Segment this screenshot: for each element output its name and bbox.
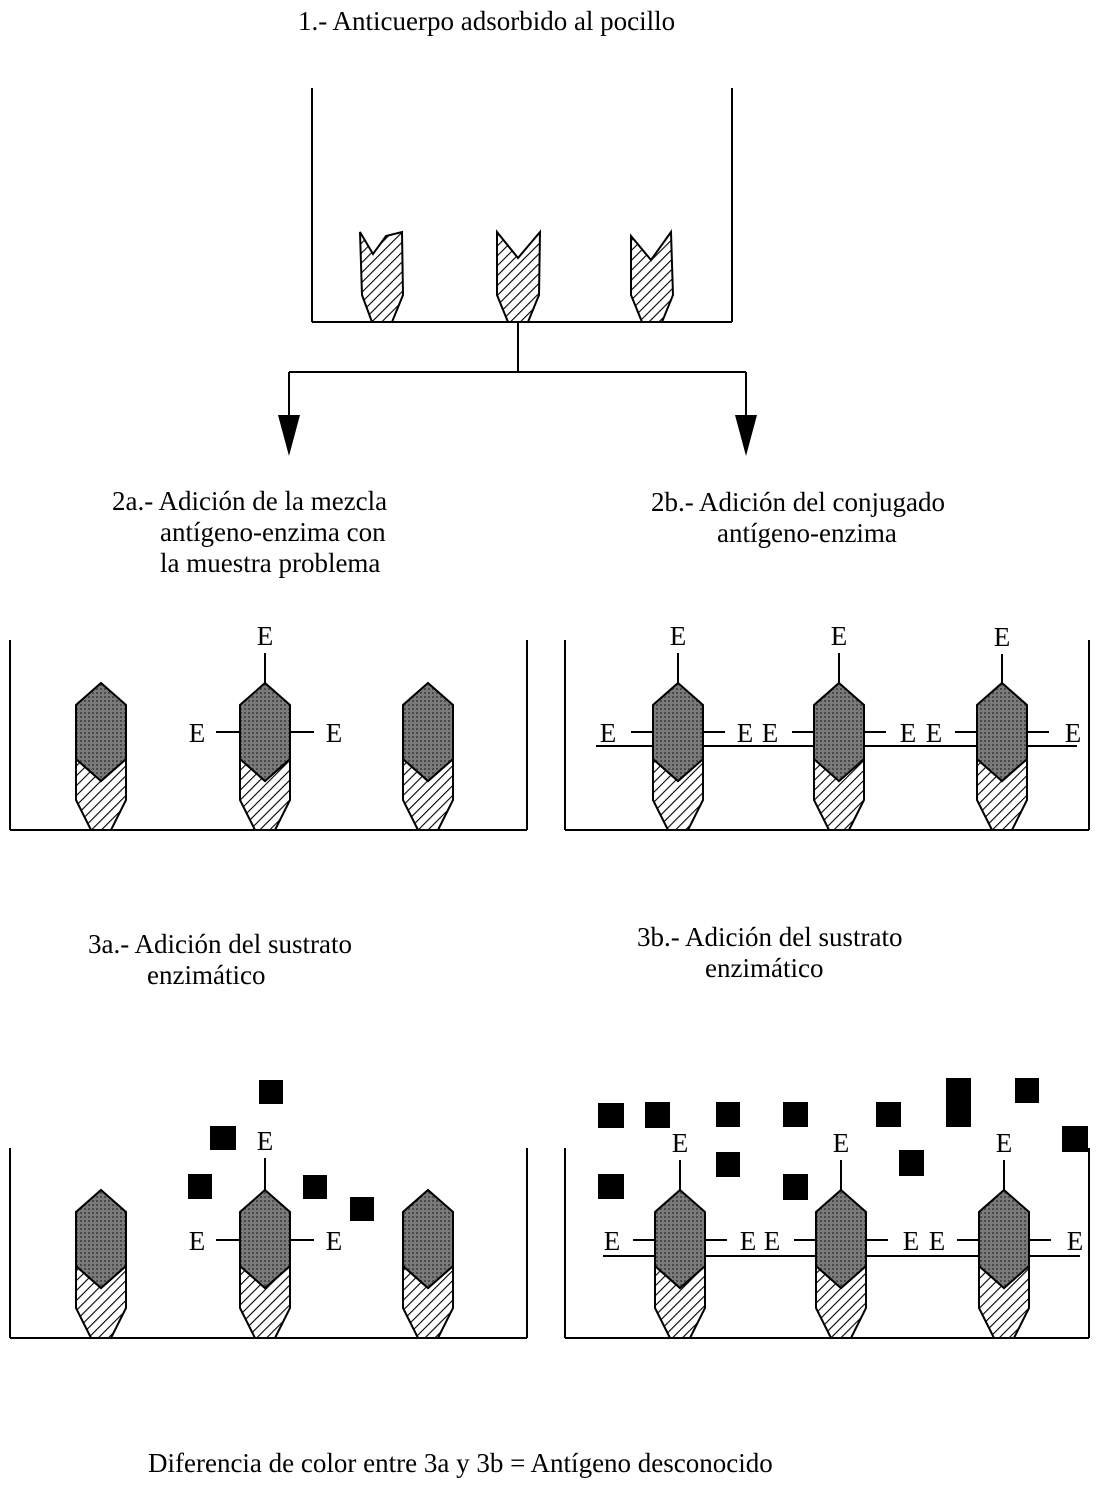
- enzyme-label: E: [326, 1226, 343, 1256]
- enzyme-label: E: [189, 718, 206, 748]
- step3b-line-1: 3b.- Adición del sustrato: [637, 922, 903, 952]
- complexes-step2a: E E E: [75, 621, 454, 831]
- enzyme-label: E: [740, 1226, 757, 1256]
- antigen-icon: [654, 1188, 706, 1290]
- enzyme-label: E: [257, 621, 274, 651]
- complexes-step3a: E E E: [75, 1126, 454, 1339]
- antigen-antibody-complex: E: [216, 1126, 314, 1339]
- enzyme-label: E: [604, 1226, 621, 1256]
- antigen-antibody-complex: E: [955, 622, 1049, 831]
- enzyme-label: E: [926, 718, 943, 748]
- enzyme-label: E: [672, 1128, 689, 1158]
- substrate-square: [350, 1197, 374, 1221]
- enzyme-label: E: [764, 1226, 781, 1256]
- antibody-icon: [496, 229, 542, 323]
- step2a-line-3: la muestra problema: [160, 548, 381, 578]
- antigen-antibody-complex: E: [794, 1128, 888, 1339]
- substrate-square: [716, 1152, 740, 1177]
- substrate-square: [645, 1102, 670, 1128]
- adsorbed-antibodies: [359, 229, 675, 323]
- antigen-icon: [239, 681, 291, 783]
- enzyme-label: E: [833, 1128, 850, 1158]
- substrate-square: [899, 1150, 924, 1176]
- antigen-icon: [402, 681, 454, 783]
- substrate-square: [210, 1126, 236, 1150]
- substrate-square: [783, 1102, 808, 1127]
- step3b-caption: 3b.- Adición del sustrato enzimático: [637, 922, 902, 984]
- antibody-icon: [359, 230, 405, 323]
- step3a-caption: 3a.- Adición del sustrato enzimático: [88, 929, 352, 991]
- conclusion-text: Diferencia de color entre 3a y 3b = Antí…: [148, 1448, 773, 1478]
- antigen-antibody-complex: E: [631, 621, 725, 831]
- antigen-icon: [239, 1188, 291, 1290]
- enzyme-label: E: [762, 718, 779, 748]
- substrate-square: [259, 1080, 283, 1104]
- step2b-caption: 2b.- Adición del conjugado antígeno-enzi…: [651, 487, 945, 549]
- substrate-square: [716, 1102, 740, 1127]
- enzyme-label: E: [900, 718, 917, 748]
- substrate-square: [783, 1174, 808, 1200]
- antigen-antibody-complex: [402, 681, 454, 831]
- enzyme-label: E: [1067, 1226, 1084, 1256]
- antigen-antibody-complex: E: [633, 1128, 727, 1339]
- substrate-square: [946, 1078, 971, 1127]
- antigen-antibody-complex: [75, 681, 127, 831]
- antibody-icon: [630, 229, 675, 323]
- step2a-caption: 2a.- Adición de la mezcla antígeno-enzim…: [112, 486, 387, 579]
- substrate-square: [598, 1103, 624, 1128]
- enzyme-label: E: [831, 621, 848, 651]
- antigen-antibody-complex: E: [957, 1128, 1051, 1339]
- substrate-square: [598, 1174, 624, 1199]
- step3a-line-2: enzimático: [147, 960, 266, 990]
- antigen-icon: [75, 1188, 127, 1290]
- enzyme-label: E: [996, 1128, 1013, 1158]
- substrate-step3a: [188, 1080, 374, 1221]
- antigen-icon: [815, 1188, 867, 1290]
- enzyme-label: E: [326, 718, 343, 748]
- antigen-antibody-complex: [75, 1188, 127, 1339]
- substrate-square: [876, 1102, 901, 1127]
- antigen-icon: [402, 1188, 454, 1290]
- enzyme-label: E: [189, 1226, 206, 1256]
- substrate-square: [1062, 1126, 1088, 1152]
- substrate-square: [188, 1174, 212, 1199]
- enzyme-label: E: [903, 1226, 920, 1256]
- enzyme-label: E: [994, 622, 1011, 652]
- branch-arrows: [278, 322, 757, 456]
- enzyme-label: E: [929, 1226, 946, 1256]
- antigen-antibody-complex: [402, 1188, 454, 1339]
- antigen-icon: [976, 681, 1028, 783]
- substrate-square: [1015, 1078, 1039, 1103]
- step2b-line-1: 2b.- Adición del conjugado: [651, 487, 945, 517]
- antigen-antibody-complex: E: [216, 621, 314, 831]
- enzyme-label: E: [670, 621, 687, 651]
- substrate-step3b: [598, 1078, 1088, 1200]
- step2a-line-1: 2a.- Adición de la mezcla: [112, 486, 388, 516]
- antigen-icon: [652, 681, 704, 783]
- enzyme-label: E: [600, 718, 617, 748]
- step1-title: 1.- Anticuerpo adsorbido al pocillo: [298, 6, 676, 36]
- step3a-line-1: 3a.- Adición del sustrato: [88, 929, 352, 959]
- arrow-down-icon: [735, 415, 757, 456]
- enzyme-label: E: [257, 1126, 274, 1156]
- enzyme-label: E: [737, 718, 754, 748]
- antigen-icon: [813, 681, 865, 783]
- step2b-line-2: antígeno-enzima: [717, 518, 897, 548]
- substrate-square: [303, 1175, 327, 1199]
- antigen-antibody-complex: E: [792, 621, 886, 831]
- enzyme-label: E: [1065, 718, 1082, 748]
- step3b-line-2: enzimático: [705, 953, 824, 983]
- antigen-icon: [75, 681, 127, 783]
- step2a-line-2: antígeno-enzima con: [160, 517, 386, 547]
- antigen-icon: [978, 1188, 1030, 1290]
- arrow-down-icon: [278, 415, 300, 456]
